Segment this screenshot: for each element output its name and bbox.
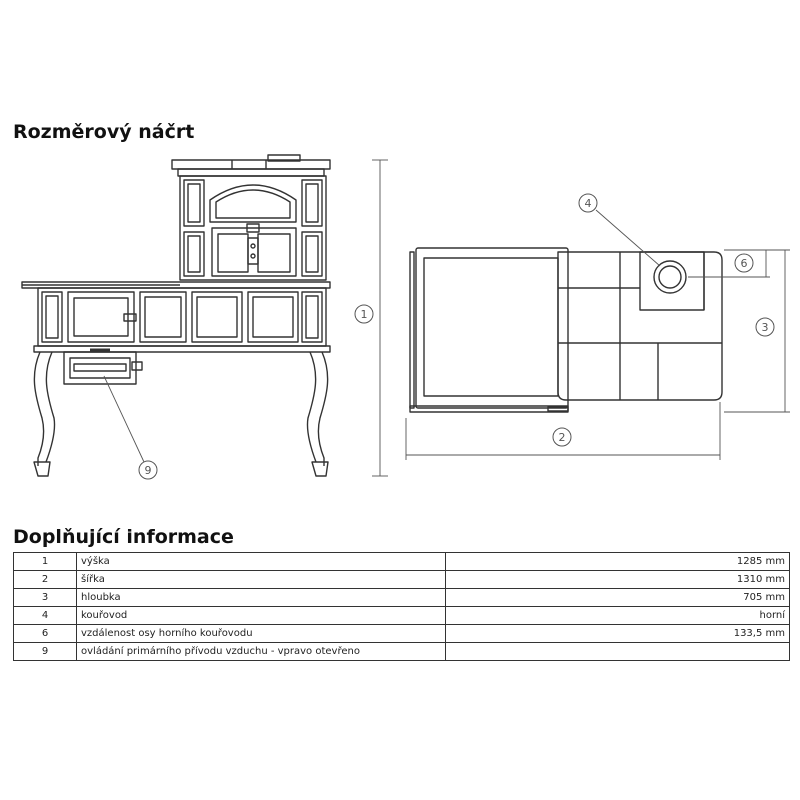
callout-1 [354,304,374,324]
dimension-drawing: 1 2 3 4 6 9 [21,154,790,480]
row-number: 2 [13,570,77,589]
row-label: ovládání primárního přívodu vzduchu - vp… [76,642,446,661]
row-label: hloubka [76,588,446,607]
spec-table: 1 výška 1285 mm 2 šířka 1310 mm 3 hloubk… [13,552,790,661]
top-view [409,247,723,413]
table-row: 6 vzdálenost osy horního kouřovodu 133,5… [13,624,790,643]
table-row: 2 šířka 1310 mm [13,570,790,589]
table-row: 4 kouřovod horní [13,606,790,625]
table-row: 9 ovládání primárního přívodu vzduchu - … [13,642,790,661]
callout-9-label: 9 [145,464,152,477]
row-label: šířka [76,570,446,589]
callout-3 [755,317,775,337]
row-value: 133,5 mm [445,624,790,643]
callout-3-label: 3 [762,321,769,334]
row-value: 1310 mm [445,570,790,589]
callout-4 [578,193,598,213]
row-number: 4 [13,606,77,625]
table-row: 1 výška 1285 mm [13,552,790,571]
row-number: 3 [13,588,77,607]
sketch-title: Rozměrový náčrt [13,121,195,143]
info-title: Doplňující informace [13,526,234,548]
row-number: 6 [13,624,77,643]
callout-2-label: 2 [559,431,566,444]
row-label: kouřovod [76,606,446,625]
row-value [445,642,790,661]
callout-6 [734,253,754,273]
callout-4-label: 4 [585,197,592,210]
row-value: horní [445,606,790,625]
callout-1-label: 1 [361,308,368,321]
row-label: vzdálenost osy horního kouřovodu [76,624,446,643]
row-number: 1 [13,552,77,571]
callout-9 [138,460,158,480]
front-view [21,154,331,477]
row-value: 705 mm [445,588,790,607]
callout-2 [552,427,572,447]
callout-6-label: 6 [741,257,748,270]
table-row: 3 hloubka 705 mm [13,588,790,607]
row-value: 1285 mm [445,552,790,571]
row-label: výška [76,552,446,571]
row-number: 9 [13,642,77,661]
